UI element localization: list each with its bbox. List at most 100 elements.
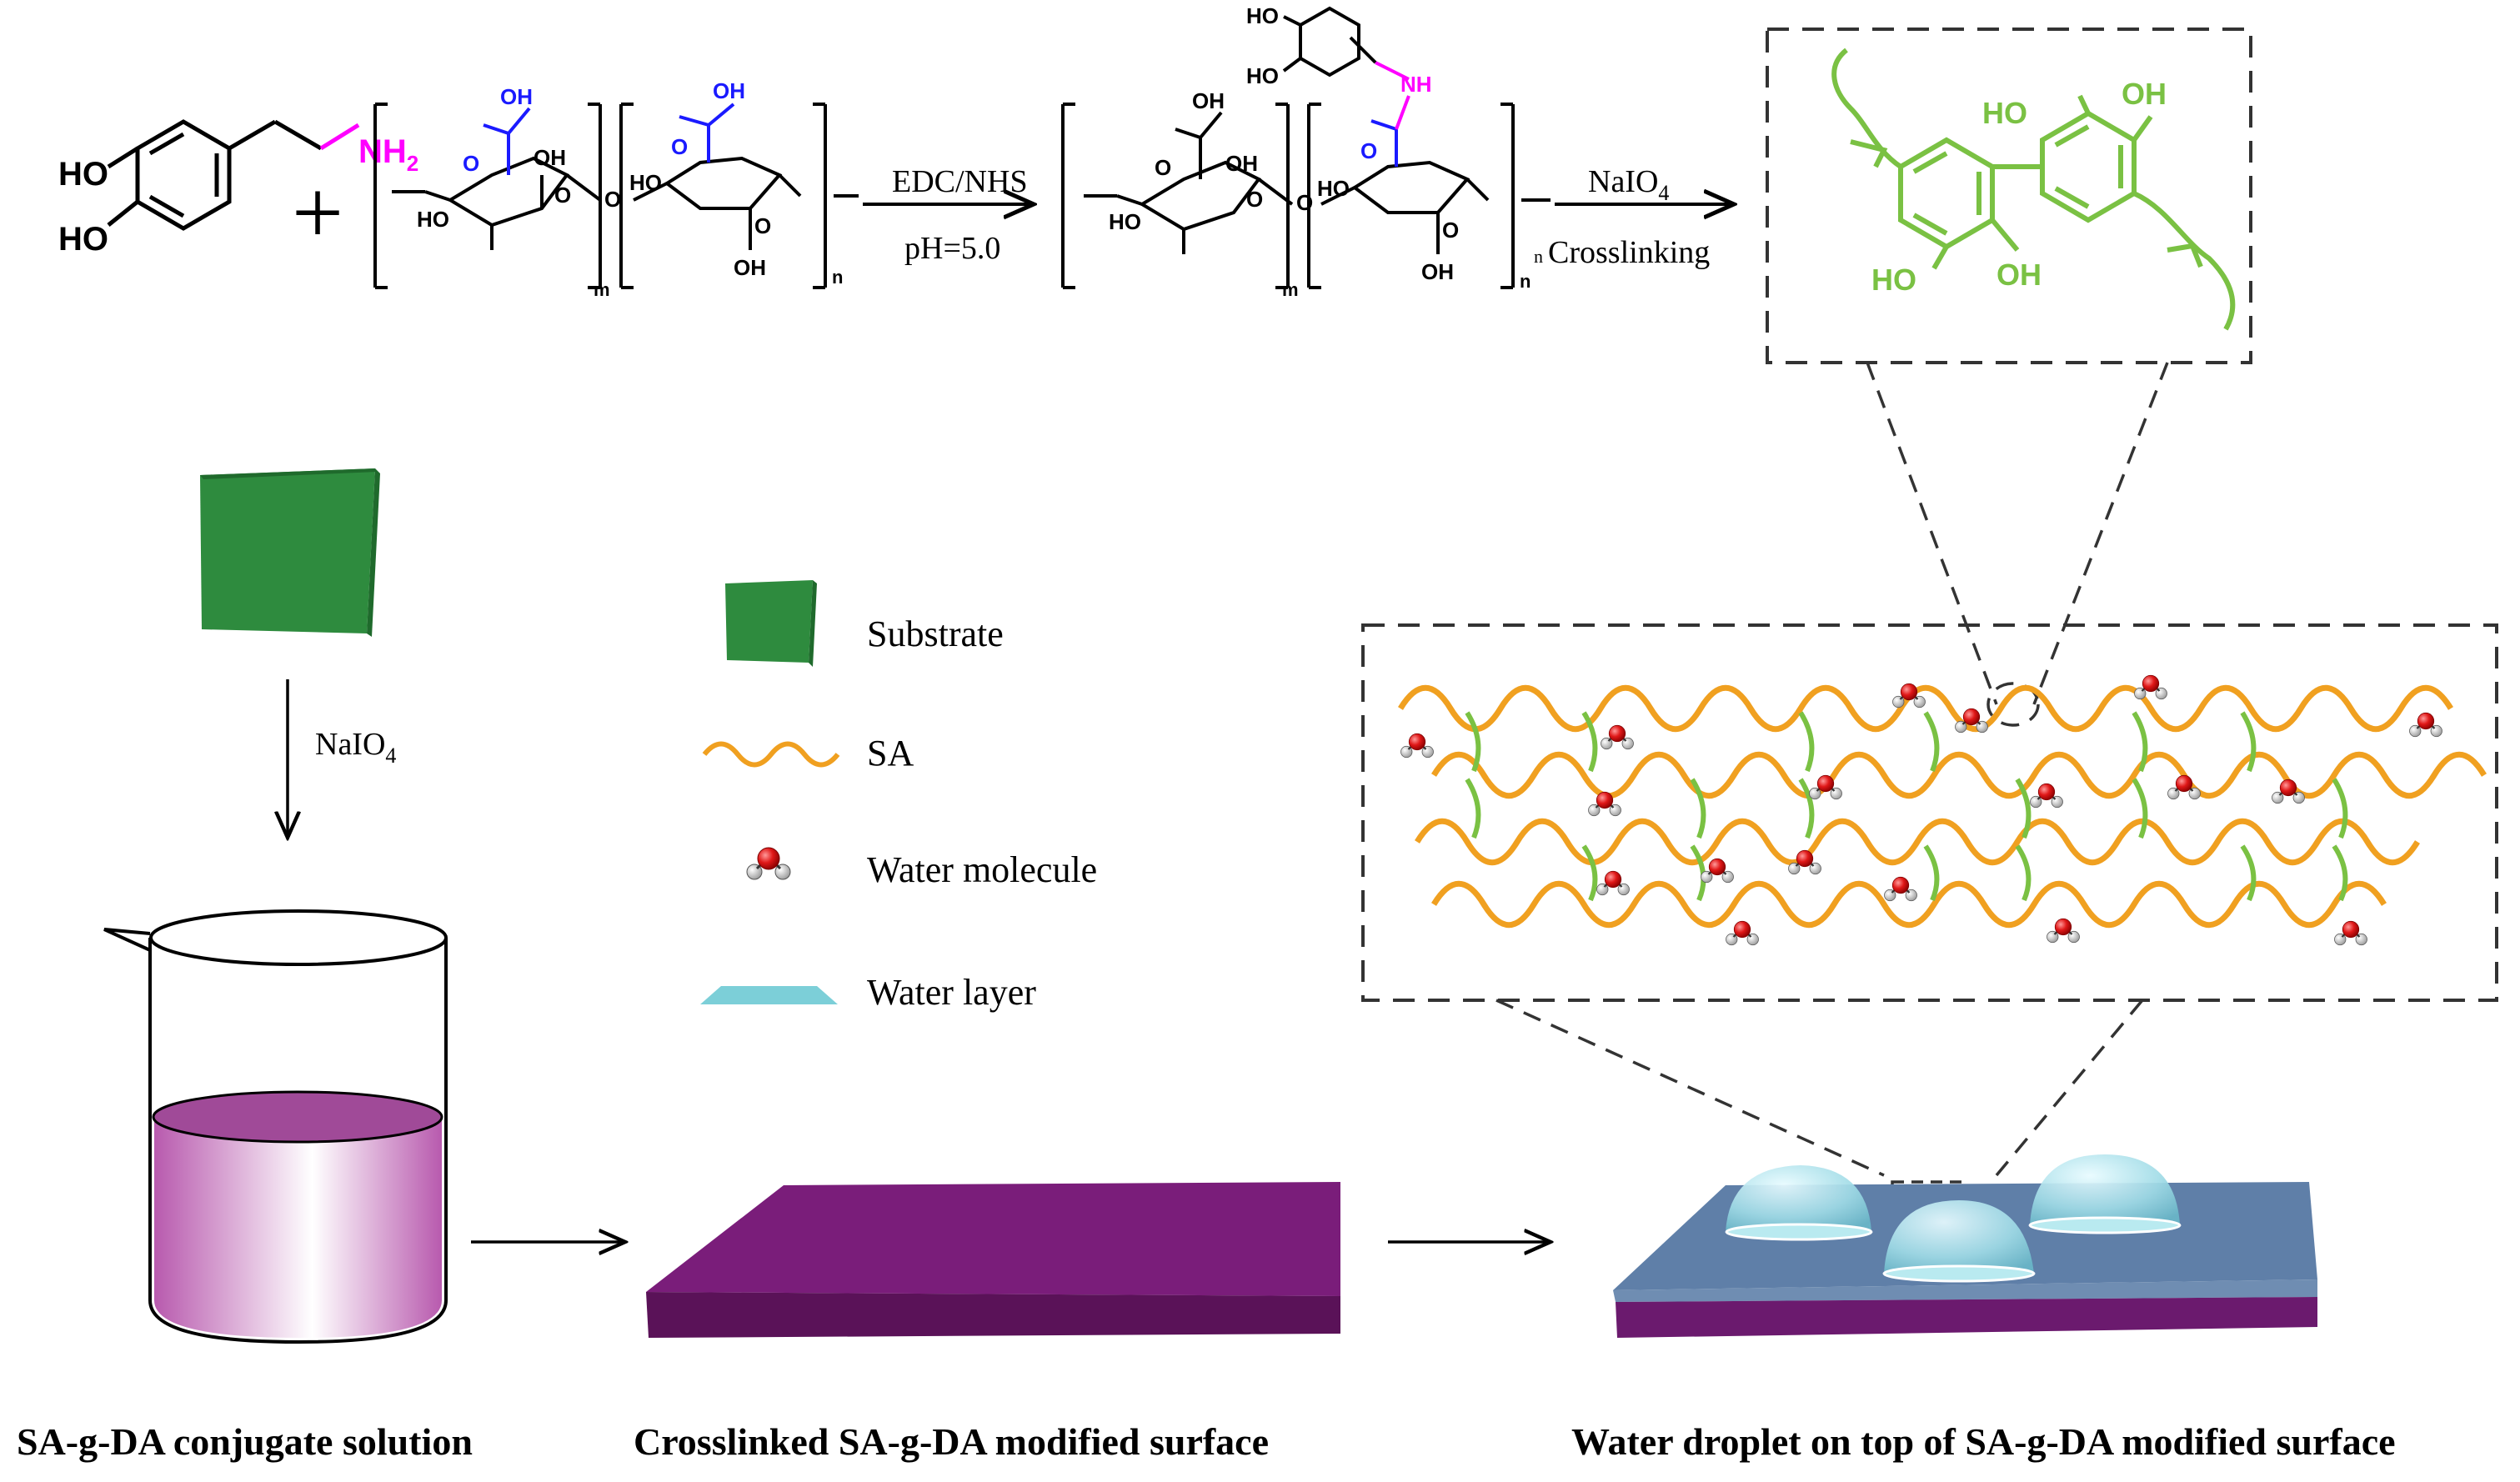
sa1-ring-o: O (554, 183, 571, 208)
crosslink-bond (2015, 844, 2032, 902)
crosslink-oh-bottom: OH (1996, 258, 2042, 292)
crosslink-bond (2332, 778, 2348, 839)
crosslink-bond (2132, 778, 2148, 839)
water-molecule (1600, 724, 1635, 750)
plus-sign: + (292, 162, 343, 263)
sa1-oh: OH (534, 145, 566, 170)
crosslink-bond (1923, 844, 1940, 902)
zoom-connector-upper (1866, 362, 2169, 727)
crosslink-bond (1923, 711, 1940, 773)
water-molecule (1808, 774, 1843, 800)
dopamine-nh: NH2 (358, 133, 418, 176)
water-molecule (2133, 674, 2168, 700)
crosslink-bond (1465, 711, 1481, 773)
legend-water-molecule-label: Water molecule (867, 849, 1097, 890)
product-nh: NH (1400, 72, 1432, 97)
water-molecule (1883, 876, 1918, 902)
sa-chain-icon (702, 741, 840, 768)
reaction-scheme: HO HO NH2 + O OH HO OH O O m (58, 3, 1734, 300)
water-molecule (2408, 712, 2443, 738)
step2-reagent: NaIO4 (1588, 164, 1669, 205)
crosslink-bond (2332, 844, 2348, 902)
droplet-surface (1613, 1154, 2317, 1338)
repeat-n-1: n (832, 267, 843, 288)
sa2-oh: OH (734, 255, 766, 280)
legend-sa-label: SA (867, 733, 914, 774)
sa2-carbonyl-o: O (671, 134, 688, 159)
step1-condition: pH=5.0 (904, 231, 1000, 266)
crosslink-bond (1465, 778, 1481, 839)
crosslink-bond (1690, 778, 1706, 839)
sa-unit-2 (619, 103, 859, 289)
sa2-ho: HO (629, 170, 662, 195)
crosslink-bond (1798, 778, 1815, 839)
water-molecule (1725, 920, 1760, 946)
water-molecule (2029, 783, 2064, 809)
network-zoom-box (1361, 623, 2498, 1002)
repeat-m-1: m (594, 279, 610, 300)
prod2-ring-o: O (1442, 218, 1459, 243)
water-layer-icon (700, 986, 838, 1004)
water-molecule (1700, 858, 1735, 884)
water-molecule (1596, 870, 1631, 896)
sa-chain-4 (1431, 880, 2387, 929)
product-catechol-ho-1: HO (1246, 3, 1279, 28)
water-droplet-1 (1725, 1165, 1873, 1241)
repeat-m-2: m (1282, 279, 1299, 300)
sa1-carboxyl-oh: OH (500, 84, 533, 109)
crosslink-zoom-box: HO OH HO OH (1766, 28, 2252, 364)
sa1-bridge-o: O (604, 187, 621, 212)
prod1-carboxyl-oh: OH (1192, 88, 1225, 113)
prod1-carbonyl-o: O (1155, 155, 1171, 180)
substrate-block (200, 468, 380, 637)
water-molecule-icon (745, 846, 792, 881)
prod1-ho: HO (1109, 209, 1141, 234)
prod2-oh: OH (1421, 259, 1454, 284)
step1-reagent: EDC/NHS (892, 164, 1028, 199)
crosslink-bond (1690, 844, 1706, 902)
dopamine-ho-1: HO (58, 156, 108, 193)
water-droplet-2 (2028, 1154, 2182, 1234)
caption-droplet: Water droplet on top of SA-g-DA modified… (1571, 1420, 2396, 1463)
sa1-ho: HO (417, 207, 449, 232)
substrate-block-icon (725, 580, 817, 667)
crosslink-bond (2132, 711, 2148, 773)
crosslink-bond (1798, 711, 1815, 773)
water-molecule (2046, 918, 2081, 944)
caption-solution: SA-g-DA conjugate solution (17, 1420, 473, 1463)
prod1-bridge-o: O (1296, 190, 1313, 215)
crosslink-bond (1581, 844, 1598, 902)
water-molecule (2333, 920, 2368, 946)
prod2-carbonyl-o: O (1360, 138, 1377, 163)
water-molecule (1400, 733, 1435, 759)
caption-surface: Crosslinked SA-g-DA modified surface (634, 1420, 1269, 1463)
water-droplet-3 (1882, 1200, 2036, 1283)
crosslinked-surface (646, 1182, 1340, 1338)
crosslink-bond (2240, 711, 2257, 773)
prod1-oh: OH (1225, 151, 1258, 176)
crosslink-network (1465, 711, 2348, 902)
dopamine-structure (107, 119, 360, 231)
prod2-ho: HO (1317, 176, 1350, 201)
product-unit-2 (1282, 6, 1551, 289)
dopamine-ho-2: HO (58, 221, 108, 258)
legend: Substrate SA Water molecule Water layer (700, 580, 1097, 1013)
crosslink-bond (2015, 778, 2032, 839)
product-catechol-ho-2: HO (1246, 63, 1279, 88)
legend-water-layer-label: Water layer (867, 972, 1036, 1013)
repeat-n-2: n (1520, 271, 1531, 292)
sa-chain-1 (1398, 684, 2453, 733)
naio4-label: NaIO4 (315, 727, 396, 768)
sa-chain-network (1398, 684, 2487, 929)
sa-unit-1 (373, 103, 602, 289)
crosslink-bond (2240, 844, 2257, 902)
sa1-carbonyl-o: O (463, 151, 479, 176)
sa-chain-3 (1415, 818, 2420, 866)
sa2-carboxyl-oh: OH (713, 78, 745, 103)
legend-substrate-label: Substrate (867, 613, 1004, 654)
product-unit-1 (1061, 103, 1294, 289)
crosslink-ho-bottom: HO (1871, 263, 1916, 297)
crosslink-ho-top: HO (1982, 96, 2027, 130)
